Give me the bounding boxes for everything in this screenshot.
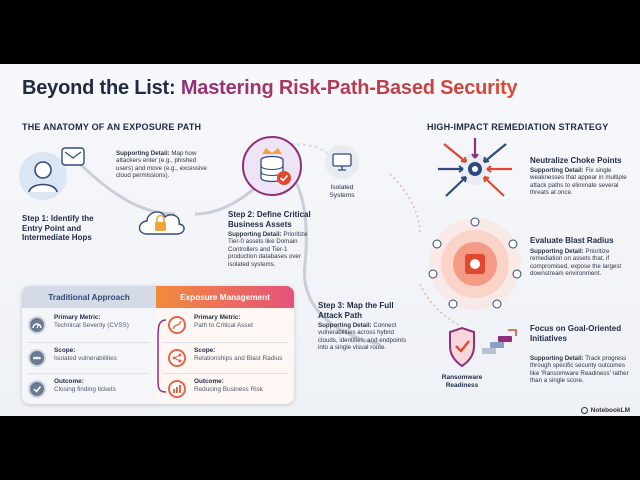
share-icon bbox=[168, 349, 186, 367]
traditional-row-outcome: Outcome:Closing finding tickets bbox=[28, 378, 116, 404]
choke-detail: Supporting Detail: Fix single weaknesses… bbox=[530, 167, 627, 197]
monitor-icon bbox=[325, 145, 359, 179]
title-part1: Beyond the List: bbox=[22, 77, 176, 99]
choke-point-icon bbox=[438, 138, 512, 197]
check-icon bbox=[28, 380, 46, 398]
notebooklm-label: NotebookLM bbox=[590, 407, 630, 414]
traditional-header: Traditional Approach bbox=[22, 286, 156, 308]
step2-detail: Supporting Detail: Prioritize Tier-0 ass… bbox=[228, 231, 308, 268]
step1-title: Step 1: Identify the Entry Point and Int… bbox=[22, 214, 94, 242]
dots-icon bbox=[28, 349, 46, 367]
comparison-table: Traditional Approach Primary Metric:Tech… bbox=[22, 286, 294, 404]
notebooklm-logo-icon bbox=[580, 407, 588, 414]
choke-title: Neutralize Choke Points bbox=[530, 156, 622, 165]
ransomware-readiness-label: Ransomware Readiness bbox=[441, 374, 483, 389]
step2-title: Step 2: Define Critical Business Assets bbox=[228, 210, 311, 229]
isolated-systems-label: Isolated Systems bbox=[329, 184, 355, 199]
shield-progress-icon bbox=[449, 326, 517, 368]
step1-detail: Supporting Detail: Map how attackers ent… bbox=[116, 150, 207, 180]
exposure-row-scope: Scope:Relationships and Blast Radius bbox=[168, 347, 282, 377]
step3-detail: Supporting Detail: Connect vulnerabiliti… bbox=[318, 322, 407, 352]
crown-database-icon bbox=[242, 136, 302, 196]
infographic-slide: Beyond the List: Mastering Risk-Path-Bas… bbox=[0, 64, 640, 416]
gauge-icon bbox=[28, 316, 46, 334]
blast-title: Evaluate Blast Radius bbox=[530, 236, 614, 245]
bar-chart-icon bbox=[168, 380, 186, 398]
goal-title: Focus on Goal-Oriented Initiatives bbox=[530, 324, 622, 343]
path-icon bbox=[168, 316, 186, 334]
step3-title: Step 3: Map the Full Attack Path bbox=[318, 301, 394, 320]
traditional-row-metric: Primary Metric:Technical Severity (CVSS) bbox=[28, 314, 129, 344]
exposure-column: Exposure Management Primary Metric:Path … bbox=[156, 286, 294, 404]
anatomy-heading: THE ANATOMY OF AN EXPOSURE PATH bbox=[22, 122, 202, 132]
title-part2: Mastering Risk-Path-Based Security bbox=[180, 77, 518, 99]
goal-detail: Supporting Detail: Track progress throug… bbox=[530, 355, 629, 385]
cloud-lock-icon bbox=[138, 211, 185, 235]
bracket-connector bbox=[157, 319, 167, 393]
remediation-heading: HIGH-IMPACT REMEDIATION STRATEGY bbox=[427, 122, 609, 132]
blast-detail: Supporting Detail: Prioritize remediatio… bbox=[530, 248, 622, 278]
blast-radius-icon bbox=[428, 217, 522, 310]
page-title: Beyond the List: Mastering Risk-Path-Bas… bbox=[22, 77, 518, 100]
exposure-header: Exposure Management bbox=[156, 286, 294, 308]
exposure-row-metric: Primary Metric:Path to Critical Asset bbox=[168, 314, 253, 344]
traditional-row-scope: Scope:Isolated vulnerabilities bbox=[28, 347, 117, 377]
traditional-column: Traditional Approach Primary Metric:Tech… bbox=[22, 286, 156, 404]
user-icon bbox=[19, 147, 85, 200]
exposure-row-outcome: Outcome:Reducing Business Risk bbox=[168, 378, 263, 404]
notebooklm-badge: NotebookLM bbox=[580, 407, 630, 414]
